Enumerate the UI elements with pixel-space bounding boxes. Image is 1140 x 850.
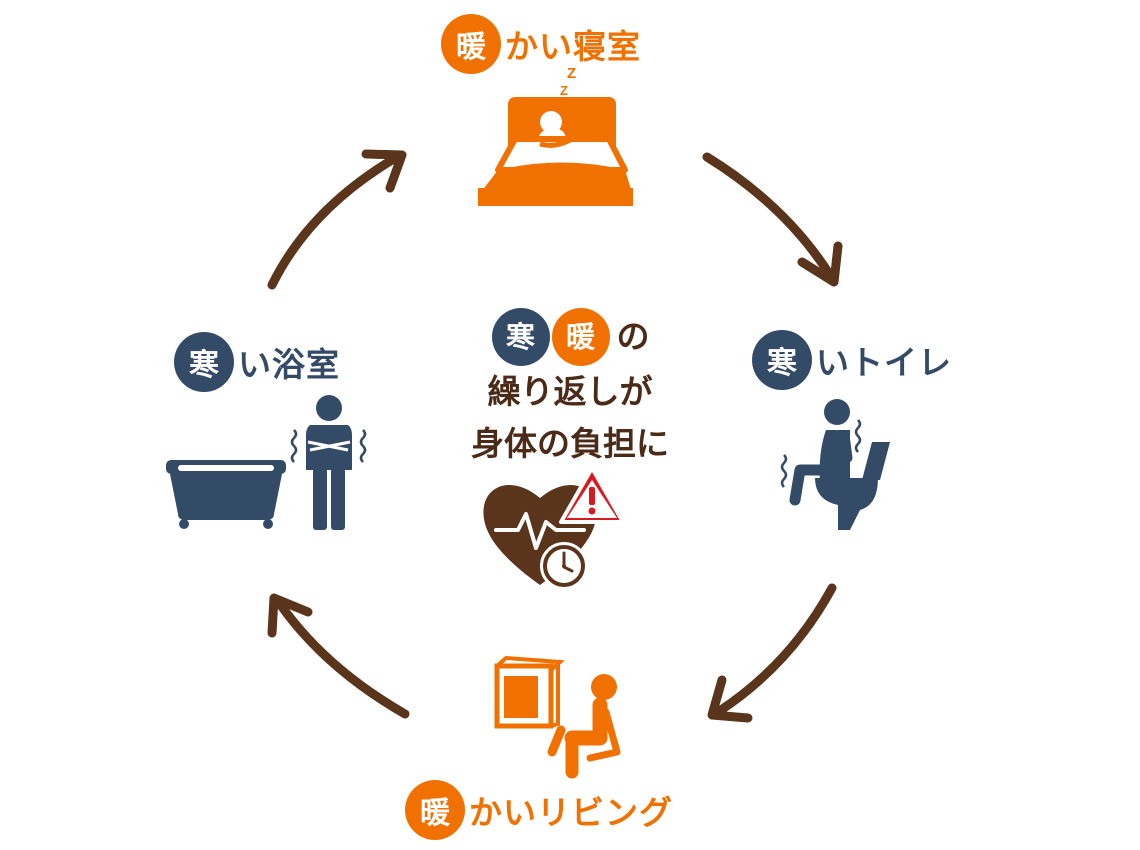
cold-badge: 寒 (752, 330, 812, 390)
label-text: かい寝室 (505, 27, 641, 66)
arrow-toilet-to-living-head (707, 675, 753, 723)
label-warm-bedroom: 暖 かい寝室 (441, 14, 641, 74)
window-icon (494, 655, 565, 729)
center-line-2: 繰り返しが (487, 372, 653, 411)
arrow-living-to-bathroom-head (267, 593, 313, 638)
cold-badge: 寒 (174, 332, 234, 392)
warm-badge: 暖 (551, 308, 610, 366)
center-message: 寒 暖 の 繰り返しが 身体の負担に (410, 308, 730, 470)
warning-icon (559, 466, 625, 524)
arrow-bathroom-to-bedroom (267, 152, 402, 290)
warm-badge: 暖 (405, 780, 465, 840)
clock-icon (540, 542, 588, 590)
label-text: いトイレ (816, 343, 952, 382)
arrow-bedroom-to-toilet-head (797, 241, 843, 287)
label-warm-living: 暖 かいリビング (405, 780, 673, 840)
label-text: い浴室 (238, 345, 340, 384)
label-text: かいリビング (469, 793, 673, 832)
arrow-toilet-to-living (713, 583, 837, 717)
seated-person-icon (547, 674, 621, 779)
center-line-1: 寒 暖 の (410, 308, 730, 366)
sleep-z-icon: Z (560, 83, 568, 98)
center-particle: の (616, 317, 650, 356)
arrow-living-to-bathroom (275, 599, 410, 719)
bed-icon: Z Z (478, 65, 633, 206)
arrow-bedroom-to-toilet (702, 152, 835, 280)
toilet-person-icon (780, 399, 890, 530)
sleep-z-icon: Z (567, 65, 576, 82)
label-cold-toilet: 寒 いトイレ (752, 330, 952, 390)
label-cold-bathroom: 寒 い浴室 (174, 332, 340, 392)
cold-badge: 寒 (491, 308, 550, 366)
shivering-person-icon (290, 395, 367, 530)
warm-badge: 暖 (441, 14, 501, 74)
center-line-3: 身体の負担に (471, 424, 669, 463)
arrow-bathroom-to-bedroom-head (361, 149, 407, 193)
bathtub-icon (166, 460, 286, 529)
